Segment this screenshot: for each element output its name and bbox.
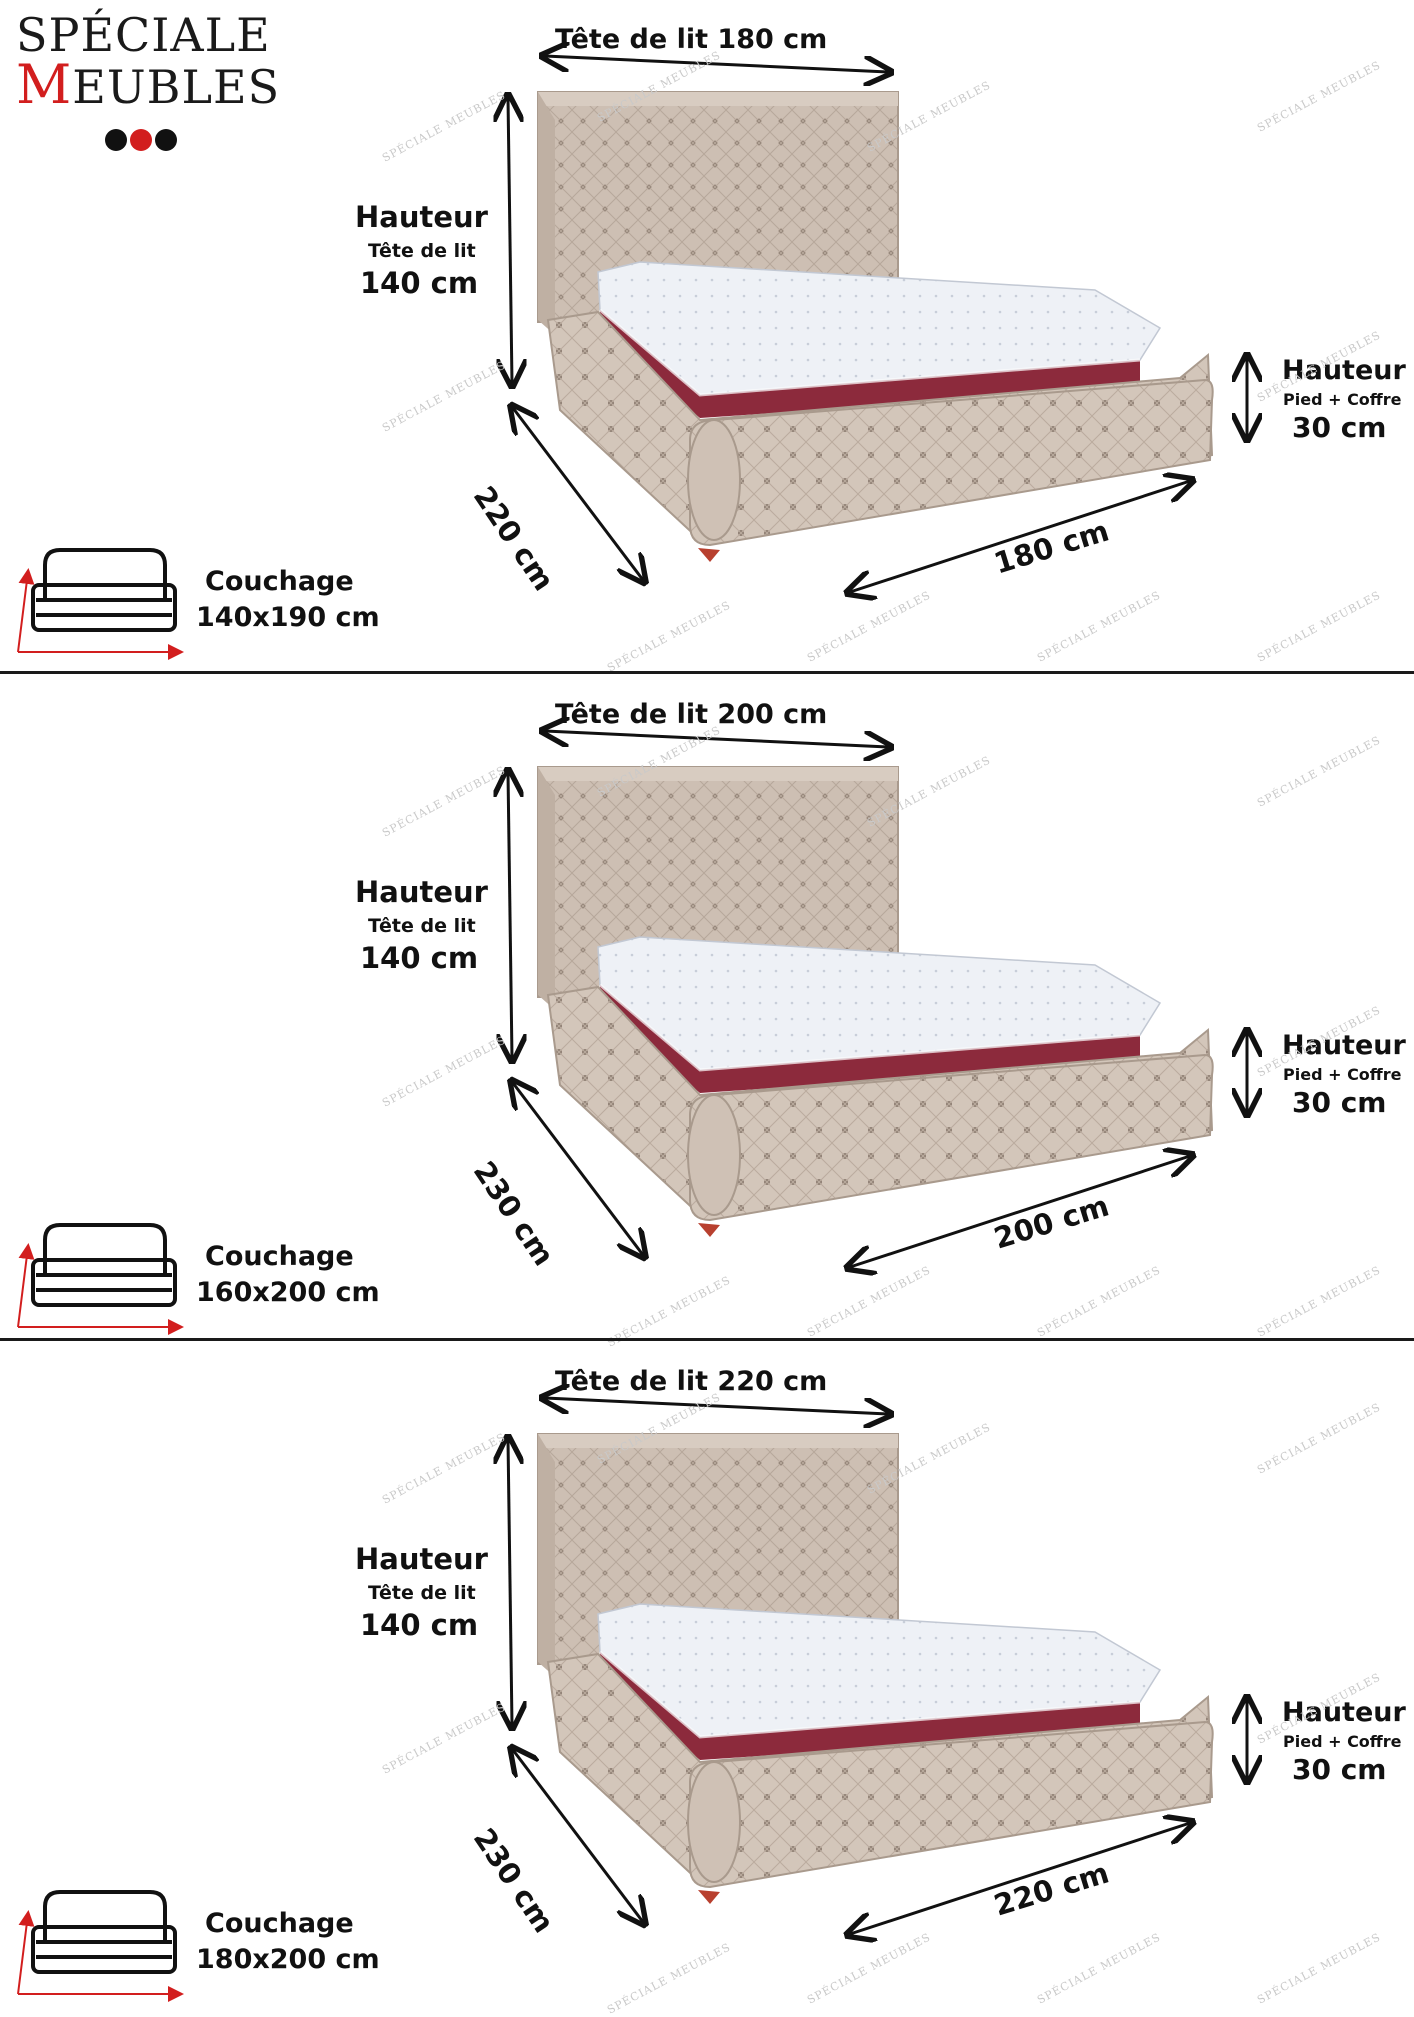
base-height-value: 30 cm bbox=[1292, 1086, 1387, 1119]
sleeping-area-icon bbox=[17, 1223, 184, 1335]
depth-arrow bbox=[513, 1083, 643, 1255]
mattress-side bbox=[600, 985, 1140, 1093]
depth-arrow bbox=[513, 408, 643, 580]
headboard-width-label: Tête de lit 220 cm bbox=[555, 1366, 828, 1397]
mattress-side bbox=[600, 1652, 1140, 1760]
mattress-side bbox=[600, 310, 1140, 418]
headboard-height-subtitle: Tête de lit bbox=[368, 240, 476, 262]
base-height-value: 30 cm bbox=[1292, 411, 1387, 444]
headboard-width-label: Tête de lit 180 cm bbox=[555, 24, 828, 55]
headboard-width-arrow bbox=[545, 1398, 888, 1414]
section-divider bbox=[0, 1338, 1414, 1341]
bed-illustration bbox=[17, 1342, 1414, 2002]
base-height-value: 30 cm bbox=[1292, 1753, 1387, 1786]
brand-rest: EUBLES bbox=[72, 60, 281, 114]
section-divider bbox=[0, 671, 1414, 674]
headboard-width-arrow bbox=[545, 56, 888, 72]
sleeping-area-icon bbox=[17, 1890, 184, 2002]
sleeping-area-size: 180x200 cm bbox=[196, 1944, 380, 1975]
sleeping-area-title: Couchage bbox=[205, 1241, 354, 1272]
bed-illustration bbox=[17, 675, 1414, 1335]
depth-arrow bbox=[513, 1750, 643, 1922]
bed-size-section: Tête de lit 180 cm Hauteur Tête de lit 1… bbox=[0, 0, 1414, 675]
width-arrow bbox=[850, 481, 1190, 592]
base-height-subtitle: Pied + Coffre bbox=[1283, 390, 1402, 409]
headboard-height-subtitle: Tête de lit bbox=[368, 915, 476, 937]
brand-line-1: SPÉCIALE bbox=[16, 8, 271, 62]
bed-illustration bbox=[17, 0, 1414, 660]
headboard-width-label: Tête de lit 200 cm bbox=[555, 699, 828, 730]
headboard-height-arrow bbox=[508, 1440, 512, 1725]
base-height-title: Hauteur bbox=[1282, 355, 1406, 386]
width-arrow bbox=[850, 1823, 1190, 1934]
sleeping-area-title: Couchage bbox=[205, 566, 354, 597]
sleeping-area-size: 160x200 cm bbox=[196, 1277, 380, 1308]
width-arrow bbox=[850, 1156, 1190, 1267]
headboard-height-arrow bbox=[508, 98, 512, 383]
brand-line-2: MEUBLES bbox=[16, 58, 279, 113]
base-height-subtitle: Pied + Coffre bbox=[1283, 1065, 1402, 1084]
base-height-subtitle: Pied + Coffre bbox=[1283, 1732, 1402, 1751]
headboard-height-value: 140 cm bbox=[360, 941, 479, 975]
headboard-height-subtitle: Tête de lit bbox=[368, 1582, 476, 1604]
headboard-height-title: Hauteur bbox=[355, 875, 488, 909]
brand-initial: M bbox=[16, 53, 73, 116]
headboard-height-title: Hauteur bbox=[355, 200, 488, 234]
bed-size-section: Tête de lit 200 cm Hauteur Tête de lit 1… bbox=[0, 675, 1414, 1350]
base-height-title: Hauteur bbox=[1282, 1697, 1406, 1728]
bed-size-section: Tête de lit 220 cm Hauteur Tête de lit 1… bbox=[0, 1342, 1414, 2017]
brand-logo: SPÉCIALE MEUBLES bbox=[16, 8, 279, 160]
headboard-width-arrow bbox=[545, 731, 888, 747]
headboard-height-value: 140 cm bbox=[360, 1608, 479, 1642]
sleeping-area-icon bbox=[17, 548, 184, 660]
headboard-height-arrow bbox=[508, 773, 512, 1058]
sleeping-area-title: Couchage bbox=[205, 1908, 354, 1939]
base-height-title: Hauteur bbox=[1282, 1030, 1406, 1061]
brand-dots-icon bbox=[105, 129, 177, 151]
headboard-height-title: Hauteur bbox=[355, 1542, 488, 1576]
sleeping-area-size: 140x190 cm bbox=[196, 602, 380, 633]
headboard-height-value: 140 cm bbox=[360, 266, 479, 300]
